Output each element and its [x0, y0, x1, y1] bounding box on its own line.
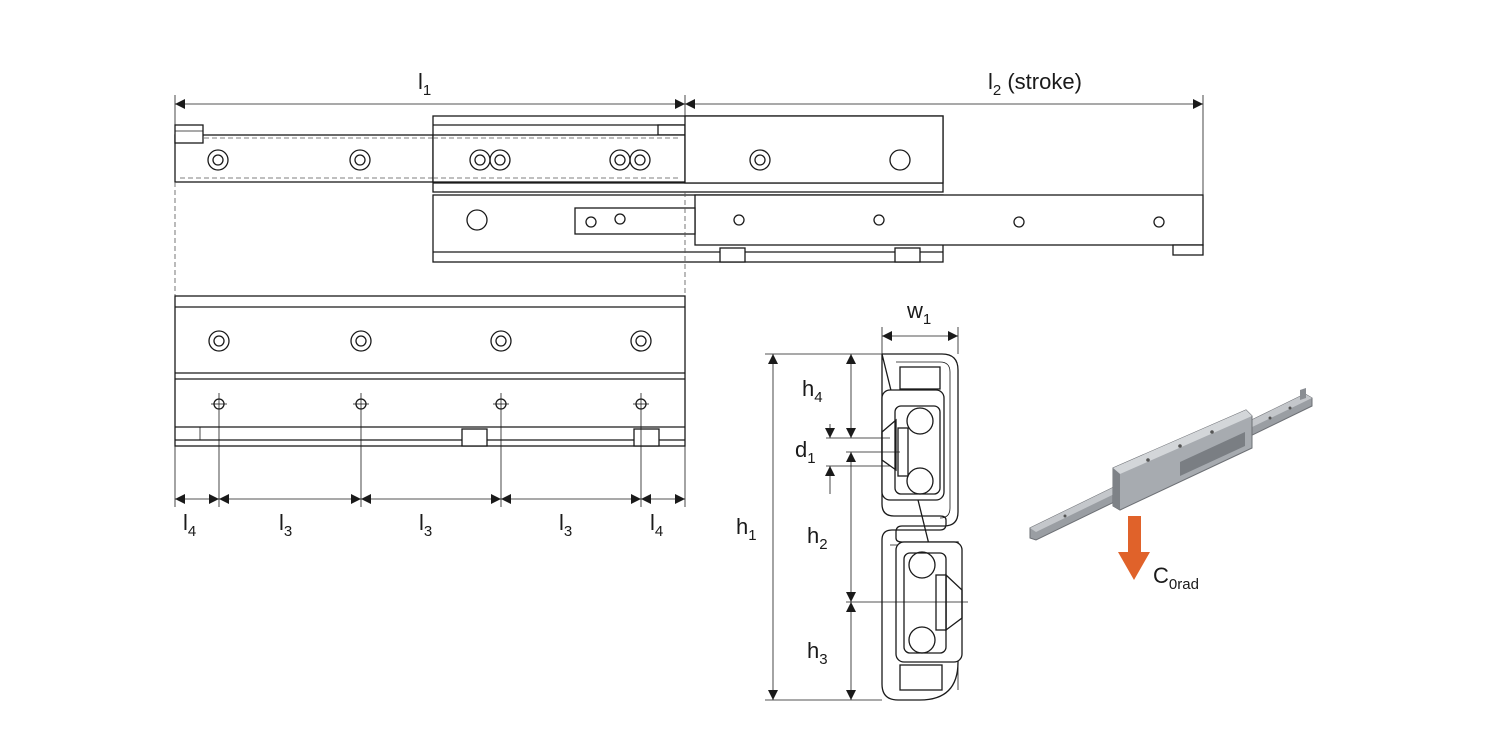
- extended-slide-top-view: [174, 115, 1204, 296]
- l3-label-3: l3: [559, 510, 572, 540]
- dimension-chain-l3-l4: l4 l3 l3 l3 l4: [175, 494, 685, 540]
- radial-load-arrow: C0rad: [1118, 516, 1199, 593]
- w1-label: w1: [906, 298, 931, 328]
- h2-label: h2: [807, 523, 828, 553]
- dimension-h2: h2: [807, 452, 856, 602]
- mounting-holes-top: [207, 149, 1165, 231]
- moving-rail-upper-block: [684, 115, 944, 184]
- d1-label: d1: [795, 437, 816, 467]
- dimension-l1: l1: [174, 69, 686, 125]
- outer-rail-profile: [881, 353, 959, 701]
- down-arrow-icon: [1118, 516, 1150, 580]
- extended-moving-rail: [694, 194, 1204, 246]
- collapsed-slide-front-view: [174, 295, 686, 507]
- slide-3d-illustration: [1029, 388, 1313, 541]
- collapsed-rail-body: [174, 295, 686, 447]
- dimension-l2-stroke: l2 (stroke): [685, 69, 1204, 195]
- l4-left-label: l4: [183, 510, 196, 540]
- dimension-d1: d1: [795, 424, 890, 494]
- rail-slot-plate: [574, 207, 696, 235]
- c0rad-label: C0rad: [1153, 563, 1199, 593]
- l1-label: l1: [418, 69, 431, 99]
- dimension-h1: h1: [736, 353, 882, 701]
- dimension-h3: h3: [807, 602, 856, 700]
- h1-label: h1: [736, 514, 757, 544]
- rail-end-stop: [174, 124, 204, 144]
- l3-label-2: l3: [419, 510, 432, 540]
- l2-stroke-label: l2 (stroke): [988, 69, 1082, 99]
- rail-cross-section: [846, 353, 968, 701]
- l4-right-label: l4: [650, 510, 663, 540]
- dimension-h4: h4: [802, 354, 890, 439]
- h3-label: h3: [807, 638, 828, 668]
- h4-label: h4: [802, 376, 823, 406]
- l3-label-1: l3: [279, 510, 292, 540]
- dimension-w1: w1: [881, 298, 959, 354]
